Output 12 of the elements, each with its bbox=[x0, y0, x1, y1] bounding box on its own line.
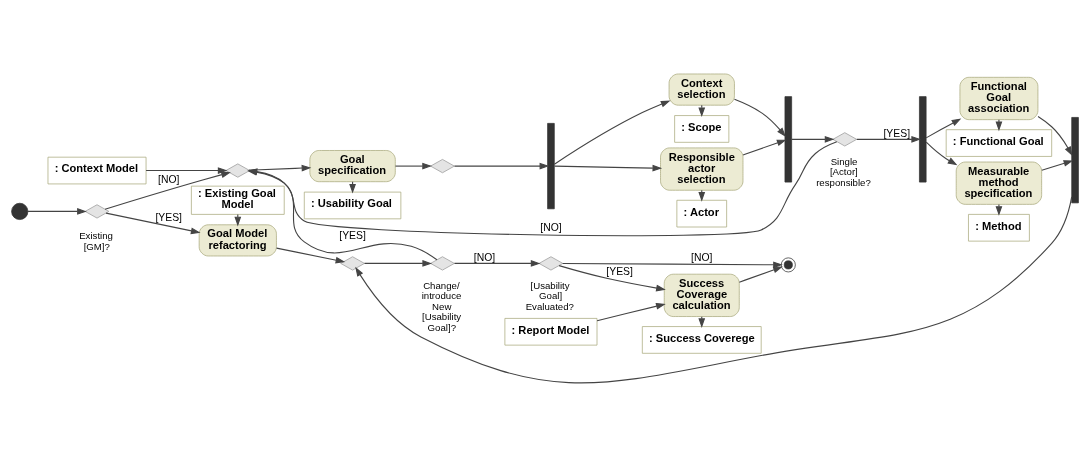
edge-label: [NO] bbox=[473, 251, 496, 263]
edge-label: [YES] bbox=[155, 212, 182, 224]
edge-label: [YES] bbox=[883, 127, 911, 139]
edge-label: [NO] bbox=[158, 174, 180, 186]
node-label: [Usability Goal] Evaluated? bbox=[525, 279, 574, 312]
edge-label: [YES] bbox=[606, 266, 633, 278]
node-label: Single [Actor] responsible? bbox=[816, 155, 871, 188]
edge-label: [YES] bbox=[339, 230, 366, 242]
node-label: Existing [GM]? bbox=[79, 230, 113, 252]
edge-label: [NO] bbox=[540, 221, 562, 233]
edge-label: [NO] bbox=[691, 251, 713, 263]
node-label: Change/ introduce New [Usability Goal]? bbox=[421, 279, 462, 333]
